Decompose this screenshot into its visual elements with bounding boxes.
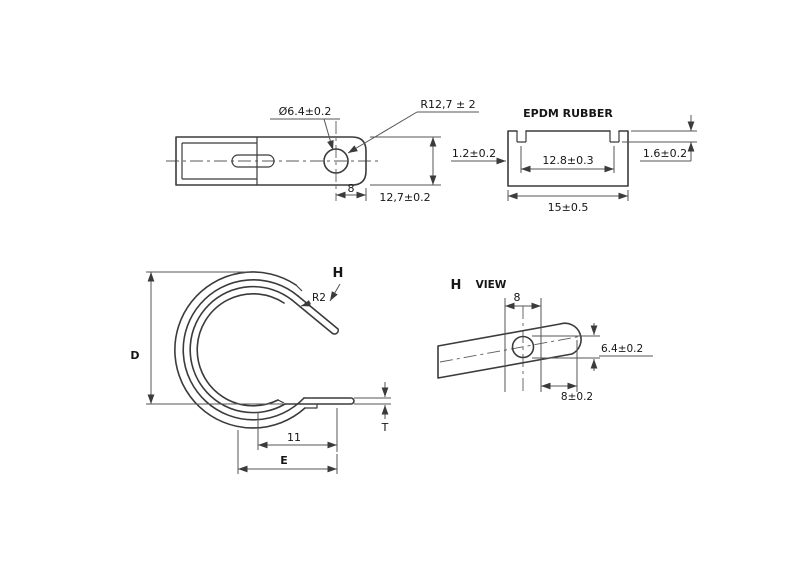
strip-hole bbox=[323, 148, 349, 174]
tab-radius-label: R2 bbox=[312, 292, 326, 304]
thickness-label: T bbox=[381, 421, 389, 434]
hview-hole-diameter-label: 6.4±0.2 bbox=[601, 343, 643, 355]
dim-slot-length: 8 bbox=[504, 291, 542, 392]
dim-band-width: 12,7±0.2 bbox=[370, 136, 441, 204]
inner-width-label: 12.8±0.3 bbox=[542, 154, 593, 167]
band-inner-arc bbox=[189, 285, 293, 414]
h-view-strip-outline bbox=[437, 322, 582, 379]
band-outer-arc bbox=[182, 279, 305, 421]
dim-lip-thickness: 1.6±0.2 bbox=[622, 115, 697, 162]
h-view-title-letter: H bbox=[451, 278, 462, 293]
bend-radius-label: R12,7 ± 2 bbox=[420, 98, 475, 111]
clip-side-view: H R2 D 11 E T bbox=[130, 266, 391, 474]
view-direction-arrow: H bbox=[329, 266, 344, 302]
dim-outer-width: 15±0.5 bbox=[507, 190, 629, 214]
h-view: H VIEW 8 8±0.2 6.4±0.2 bbox=[437, 278, 653, 403]
h-view-axis-centerline bbox=[439, 335, 583, 363]
edge-distance-label: E bbox=[280, 454, 288, 467]
tab-length-label: 11 bbox=[287, 431, 301, 444]
rubber-right-slot bbox=[609, 131, 620, 143]
rubber-section-title: EPDM RUBBER bbox=[523, 107, 613, 120]
strip-outline bbox=[175, 136, 367, 186]
dim-tab-radius: R2 bbox=[300, 292, 326, 307]
slot-length-label: 8 bbox=[514, 291, 521, 304]
rubber-end-ticks bbox=[277, 284, 318, 409]
dim-hole-to-end: 8 bbox=[336, 182, 367, 201]
diameter-label: D bbox=[130, 349, 139, 362]
h-view-title-word: VIEW bbox=[476, 279, 507, 291]
view-arrow-label: H bbox=[333, 266, 344, 281]
rubber-profile-outline bbox=[507, 130, 629, 187]
rubber-left-slot bbox=[516, 131, 527, 143]
rubber-section-view: EPDM RUBBER 12.8±0.3 15±0.5 1.2±0.2 1.6±… bbox=[451, 107, 697, 214]
flat-strip-view: Ø6.4±0.2 R12,7 ± 2 8 12,7±0.2 bbox=[166, 98, 479, 204]
dim-wall-thickness: 1.2±0.2 bbox=[451, 147, 506, 165]
rubber-inner-arc bbox=[196, 293, 285, 407]
dim-inner-width: 12.8±0.3 bbox=[520, 146, 615, 173]
hole-offset-label: 8±0.2 bbox=[561, 391, 593, 403]
folded-end-lines bbox=[181, 137, 258, 185]
dim-edge-distance: E bbox=[237, 430, 338, 474]
outer-width-label: 15±0.5 bbox=[548, 201, 589, 214]
dim-hview-hole-diameter: 6.4±0.2 bbox=[532, 323, 653, 371]
clip-free-end-stub bbox=[291, 295, 340, 335]
wall-thickness-label: 1.2±0.2 bbox=[452, 147, 496, 160]
dim-diameter: D bbox=[130, 271, 283, 405]
dim-bend-radius: R12,7 ± 2 bbox=[347, 98, 479, 154]
hole-to-end-label: 8 bbox=[348, 182, 355, 195]
lip-thickness-label: 1.6±0.2 bbox=[643, 147, 687, 160]
clip-tab bbox=[284, 397, 355, 405]
mounting-slot bbox=[231, 154, 275, 168]
dim-hole-offset: 8±0.2 bbox=[541, 340, 593, 403]
dim-thickness: T bbox=[354, 382, 391, 434]
band-width-label: 12,7±0.2 bbox=[379, 191, 430, 204]
dim-hole-diameter: Ø6.4±0.2 bbox=[270, 105, 340, 151]
dim-tab-length: 11 bbox=[257, 408, 338, 452]
hole-diameter-label: Ø6.4±0.2 bbox=[279, 105, 332, 118]
h-view-hole bbox=[511, 335, 535, 359]
